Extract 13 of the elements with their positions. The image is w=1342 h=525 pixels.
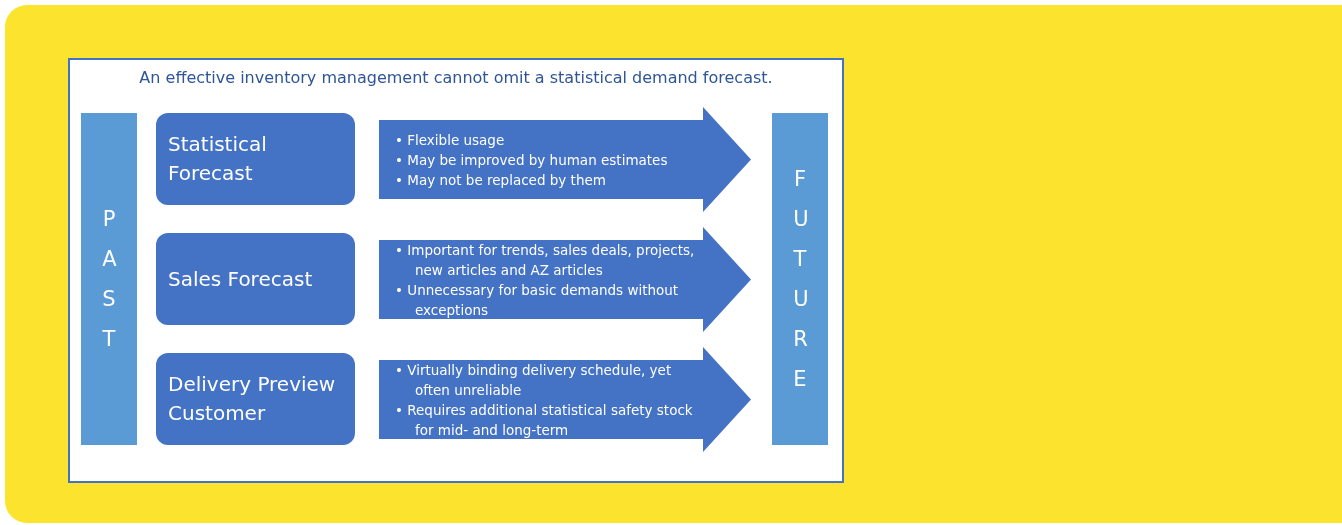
- title: An effective inventory management cannot omit a statistical demand forecast.: [138, 68, 774, 87]
- rounded-box: Delivery Preview Customer: [156, 353, 355, 445]
- rounded-box: Sales Forecast: [156, 233, 355, 325]
- vertical-band: PAST: [81, 113, 137, 445]
- bullet-item: • Requires additional statistical safety stock for mid- and long-term: [395, 400, 694, 440]
- rounded-box: Statistical Forecast: [156, 113, 355, 205]
- bullet-item: • Unnecessary for basic demands without exceptions: [395, 280, 680, 320]
- vertical-band: FUTURE: [772, 113, 828, 445]
- bullet-item: • May not be replaced by them: [395, 170, 607, 190]
- bullet-item: • May be improved by human estimates: [395, 150, 669, 170]
- bullet-item: • Flexible usage: [395, 130, 506, 150]
- bullet-item: • Important for trends, sales deals, projects, new articles and AZ articles: [395, 240, 696, 280]
- bullet-item: • Virtually binding delivery schedule, yet often unreliable: [395, 360, 673, 400]
